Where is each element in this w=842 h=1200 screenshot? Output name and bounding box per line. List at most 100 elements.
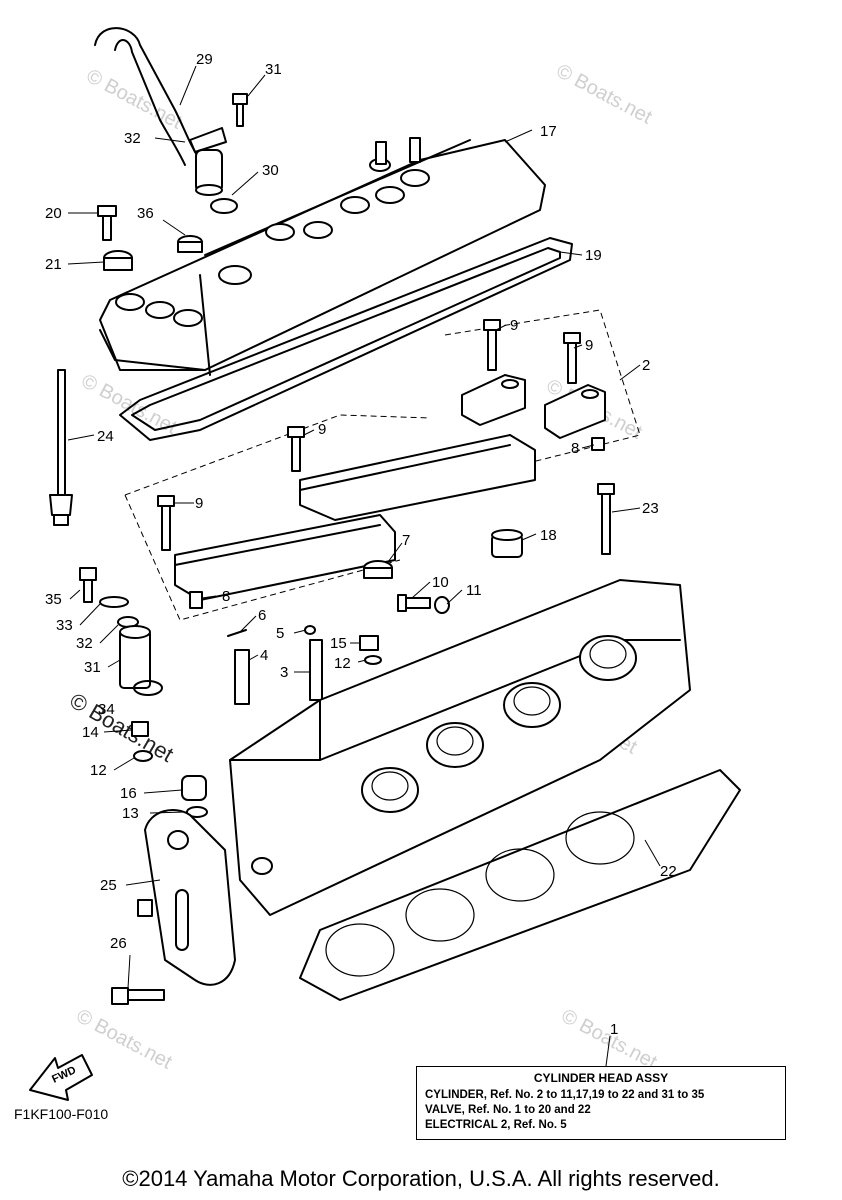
bolt-9 — [157, 495, 175, 551]
callout-12a: 12 — [334, 655, 351, 672]
callout-27: 29 — [196, 51, 213, 68]
plug-36 — [177, 235, 203, 253]
plug-7 — [363, 560, 393, 579]
callout-18: 18 — [540, 527, 557, 544]
combustion-chamber — [503, 682, 561, 728]
bolt-9 — [287, 426, 305, 472]
leader-lines — [67, 65, 661, 1067]
bracket-25 — [137, 809, 236, 986]
cam-cap-rear-2 — [544, 384, 606, 439]
combustion-chamber — [361, 767, 419, 813]
callout-9b: 9 — [585, 337, 593, 354]
group-frame-9 — [124, 414, 431, 621]
bolt-26 — [111, 987, 165, 1005]
combustion-chamber — [579, 635, 637, 681]
callout-9d: 9 — [195, 495, 203, 512]
callout-25: 25 — [100, 877, 117, 894]
callout-5: 5 — [276, 625, 284, 642]
callout-31: 31 — [84, 659, 101, 676]
callout-34: 34 — [98, 701, 115, 718]
callout-21: 21 — [45, 256, 62, 273]
assembly-line: CYLINDER, Ref. No. 2 to 11,17,19 to 22 a… — [425, 1089, 705, 1101]
callout-36: 36 — [137, 205, 154, 222]
callout-35: 35 — [45, 591, 62, 608]
grommet-21 — [103, 250, 133, 271]
callout-16: 16 — [120, 785, 137, 802]
callout-14: 14 — [82, 724, 99, 741]
assembly-info-box: CYLINDER HEAD ASSY CYLINDER, Ref. No. 2 … — [416, 1066, 786, 1140]
callout-23: 23 — [642, 500, 659, 517]
callout-15: 15 — [330, 635, 347, 652]
copyright-notice: ©2014 Yamaha Motor Corporation, U.S.A. A… — [122, 1166, 720, 1191]
callout-30: 32 — [124, 130, 141, 147]
callout-26: 26 — [110, 935, 127, 952]
breather-hose — [94, 27, 227, 196]
o-ring-34 — [133, 680, 163, 696]
bolt-23 — [597, 483, 615, 555]
cap-nut-16 — [181, 775, 207, 801]
o-ring-28 — [210, 198, 238, 214]
callout-28: 30 — [262, 162, 279, 179]
callout-17: 17 — [540, 123, 557, 140]
callout-29: 31 — [265, 61, 282, 78]
cover-gasket — [119, 237, 573, 441]
callout-9a: 9 — [510, 317, 518, 334]
bolt-9 — [483, 319, 501, 371]
bolt-9 — [563, 332, 581, 384]
washer-13 — [186, 806, 208, 818]
callout-24: 24 — [97, 428, 114, 445]
sleeve-31 — [119, 625, 151, 689]
callout-8a: 8 — [571, 440, 579, 457]
callout-11: 11 — [466, 582, 482, 599]
callout-1: 1 — [610, 1021, 618, 1038]
bolt-14 — [131, 721, 149, 737]
fwd-arrow: FWD — [29, 1054, 93, 1101]
callout-12b: 12 — [90, 762, 107, 779]
cam-cap-rear-1 — [461, 374, 526, 426]
assembly-line: ELECTRICAL 2, Ref. No. 5 — [425, 1119, 567, 1131]
callout-10: 10 — [432, 574, 449, 591]
callout-4: 4 — [260, 647, 268, 664]
cable-tie — [49, 369, 73, 526]
watermark: © Boats.net — [553, 60, 656, 129]
callout-3: 3 — [280, 664, 288, 681]
cap-18 — [491, 529, 523, 558]
nut-15 — [359, 635, 379, 651]
callout-7: 7 — [402, 532, 410, 549]
cylinder-head — [229, 579, 691, 916]
bolt-20 — [97, 205, 117, 241]
assembly-line: VALVE, Ref. No. 1 to 20 and 22 — [425, 1104, 591, 1116]
dowel-pin-8 — [189, 591, 203, 609]
washer-11 — [434, 596, 450, 614]
callout-2: 2 — [642, 357, 650, 374]
callout-8b: 8 — [222, 588, 230, 605]
cylinder-head-cover — [99, 137, 546, 376]
callout-9c: 9 — [318, 421, 326, 438]
callout-13: 13 — [122, 805, 139, 822]
callout-19: 19 — [585, 247, 602, 264]
group-frame-2 — [444, 309, 641, 466]
clip-5 — [304, 625, 316, 635]
washer-12b — [133, 750, 153, 762]
watermark: © Boats.net — [73, 1005, 176, 1074]
diagram-code: F1KF100-F010 — [14, 1106, 109, 1122]
callout-labels: 29 31 32 30 17 20 36 21 19 24 9 9 2 9 8 … — [45, 51, 677, 1038]
cam-cap-row-1 — [299, 434, 536, 521]
bolt-10 — [397, 594, 431, 612]
callout-33: 33 — [56, 617, 73, 634]
assembly-title: CYLINDER HEAD ASSY — [533, 1071, 669, 1085]
valve-guide-3 — [309, 639, 323, 701]
dowel-pin-8 — [591, 437, 605, 451]
callout-20: 20 — [45, 205, 62, 222]
washer-12 — [364, 655, 382, 665]
bolt-29 — [232, 93, 248, 127]
callout-22: 22 — [660, 863, 677, 880]
callout-32: 32 — [76, 635, 93, 652]
callout-6: 6 — [258, 607, 266, 624]
valve-guide-4 — [234, 649, 250, 705]
pin-6 — [227, 629, 247, 637]
head-gasket — [299, 769, 741, 1001]
bolt-35 — [79, 567, 97, 603]
cam-cap-row-2 — [174, 514, 396, 601]
